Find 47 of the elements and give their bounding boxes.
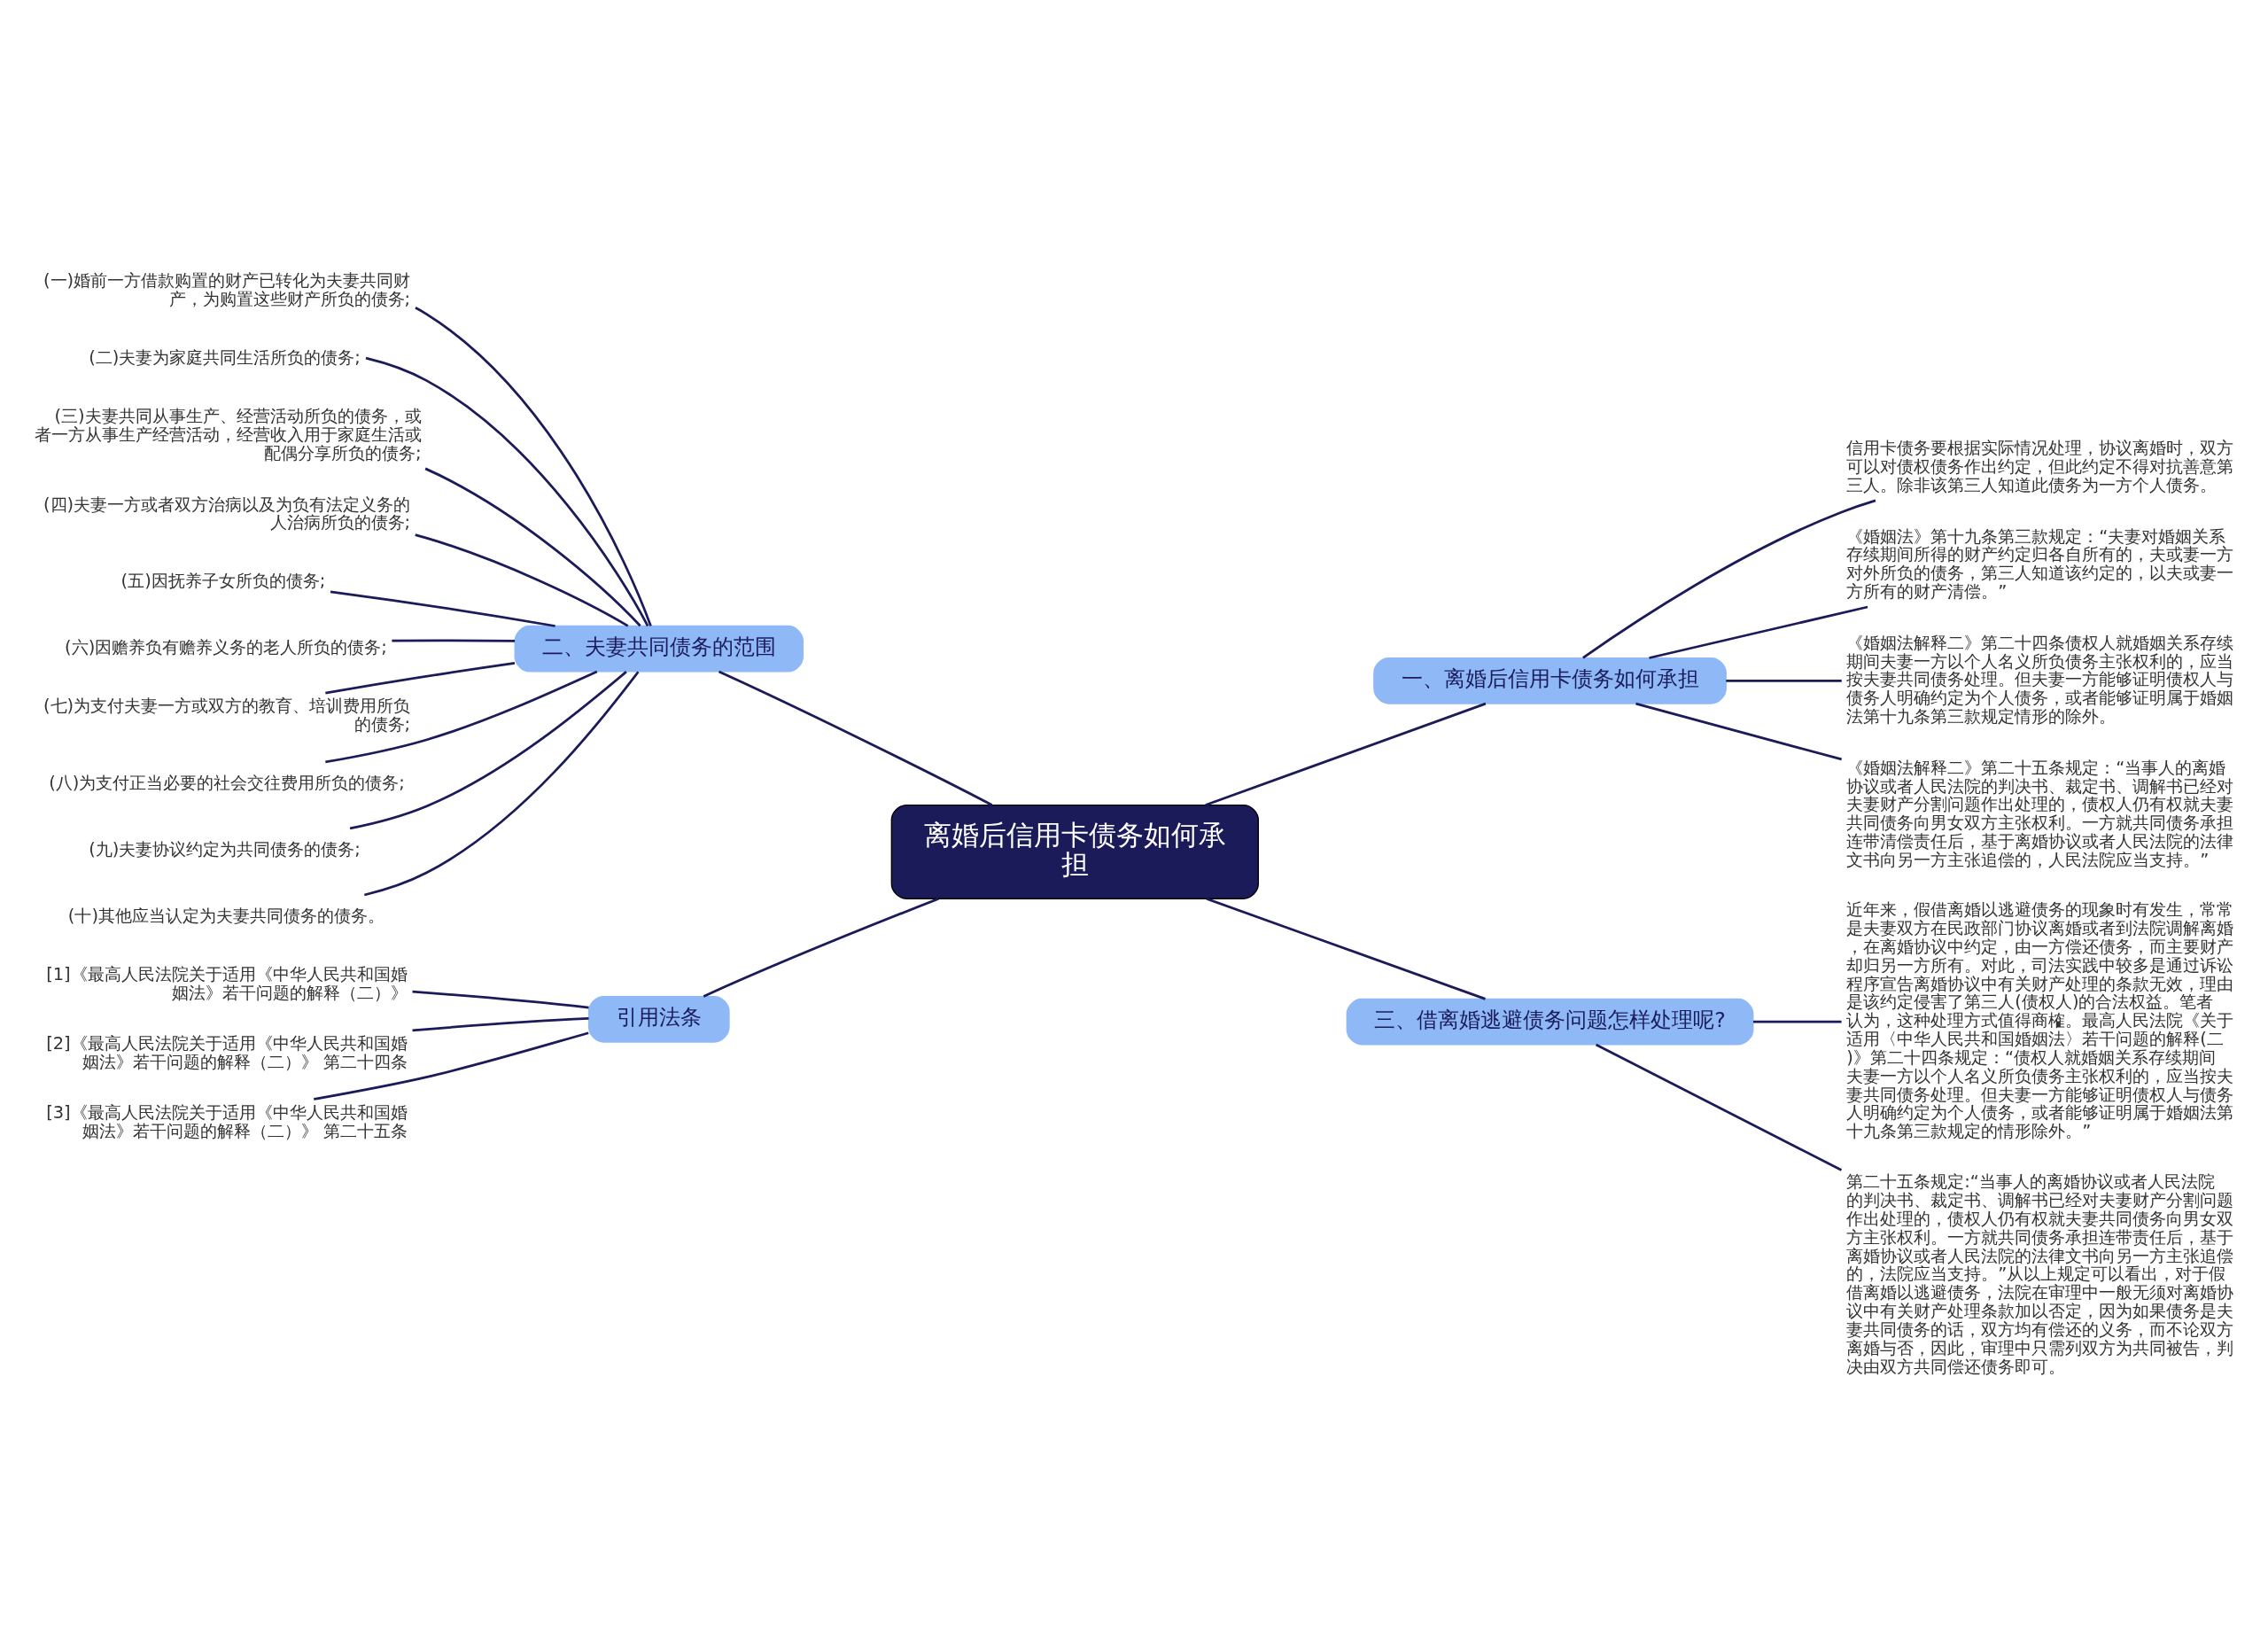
node-text: 近年来，假借离婚以逃避债务的现象时有发生，常常是夫妻双方在民政部门协议离婚或者到法院调解离婚，在离婚协议中约定，由一方偿还债务，而主要财产却归另一方所有。对此，司法实践中较多是通过诉讼程序宣告离婚协议中有关财产处理的条款无效，理由是该约定侵害了第三人(债权人)的合法权益。笔者认为，这种处理方式值得商榷。最高人民法院《关于适用〈中华人民共和国婚姻法〉若干问题的解释(二)》第二十四条规定：“债权人就婚姻关系存续期间夫妻一方以个人名义所负债务主张权利的，应当按夫妻共同债务处理。但夫妻一方能够证明债权人与债务人明确约定为个人债务，或者能够证明属于婚姻法第十九条第三款规定的情形除外。” <box>1846 899 2234 1142</box>
node-box: 引用法条 <box>587 995 730 1043</box>
node-text: 《婚姻法解释二》第二十五条规定：“当事人的离婚协议或者人民法院的判决书、裁定书、调解书已经对夫妻财产分割问题作出处理的，债权人仍有权就夫妻共同债务向男女双方主张权利。一方就共同债务承担连带清偿责任后，基于离婚协议或者人民法院的法律文书向另一方主张追偿的，人民法院应当支持。” <box>1846 757 2234 870</box>
connector <box>703 897 939 998</box>
node-text: 信用卡债务要根据实际情况处理，协议离婚时，双方可以对债权债务作出约定，但此约定不得对抗善意第三人。除非该第三人知道此债务为一方个人债务。 <box>1846 438 2234 495</box>
connector <box>1582 499 1876 659</box>
connector <box>325 670 598 764</box>
connector <box>1635 702 1843 761</box>
node-text: (六)因赡养负有赡养义务的老人所负的债务; <box>65 637 387 658</box>
connector <box>415 307 652 626</box>
connector <box>349 671 627 830</box>
connector <box>1206 898 1486 1000</box>
node-text: (二)夫妻为家庭共同生活所负的债务; <box>89 346 361 368</box>
node-text: 《婚姻法》第十九条第三款规定：“夫妻对婚姻关系存续期间所得的财产约定归各自所有的，夫或妻一方对外所负的债务，第三人知道该约定的，以夫或妻一方所有的财产清偿。” <box>1846 525 2234 603</box>
connector <box>1726 679 1842 682</box>
connector <box>314 1031 589 1101</box>
node-box: 三、借离婚逃避债务问题怎样处理呢? <box>1346 998 1754 1046</box>
node-text: [3]《最高人民法院关于适用《中华人民共和国婚姻法》若干问题的解释（二）》 第二十五条 <box>46 1101 408 1141</box>
connector <box>415 533 629 627</box>
node-text: [1]《最高人民法院关于适用《中华人民共和国婚姻法》若干问题的解释（二）》 <box>46 964 408 1003</box>
node-box: 二、夫妻共同债务的范围 <box>514 625 804 673</box>
connector <box>412 1017 589 1032</box>
connector <box>1205 702 1487 806</box>
connector <box>1753 1020 1842 1023</box>
connector <box>392 639 516 642</box>
node-text: (十)其他应当认定为夫妻共同债务的债务。 <box>67 906 384 927</box>
connector <box>364 671 640 897</box>
node-text: 第二十五条规定:“当事人的离婚协议或者人民法院的判决书、裁定书、调解书已经对夫妻财产分割问题作出处理的，债权人仍有权就夫妻共同债务向男女双方主张权利。一方就共同债务承担连带责任后，基于离婚协议或者人民法院的法律文书向另一方主张追偿的，法院应当支持。”从以上规定可以看出，对于假借离婚以逃避债务，法院在审理中一般无须对离婚协议中有关财产处理条款加以否定，因为如果债务是夫妻共同债务的话，双方均有偿还的义务，而不论双方离婚与否，因此，审理中只需列双方为共同被告，判决由双方共同偿还债务即可。 <box>1846 1171 2234 1377</box>
connector <box>1595 1043 1843 1171</box>
node-text: 《婚姻法解释二》第二十四条债权人就婚姻关系存续期间夫妻一方以个人名义所负债务主张权利的，应当按夫妻共同债务处理。但夫妻一方能够证明债权人与债务人明确约定为个人债务，或者能够证明属于婚姻法第十九条第三款规定情形的除外。 <box>1846 632 2234 727</box>
connector <box>412 990 589 1009</box>
connector <box>365 356 649 626</box>
connector <box>718 670 993 806</box>
connector <box>424 467 641 627</box>
node-text: (五)因抚养子女所负的债务; <box>120 571 326 592</box>
node-text: (七)为支付夫妻一方或双方的教育、培训费用所负的债务; <box>43 696 411 735</box>
node-text: (九)夫妻协议约定为共同债务的债务; <box>89 839 361 860</box>
connector <box>325 661 516 695</box>
node-text: [2]《最高人民法院关于适用《中华人民共和国婚姻法》若干问题的解释（二）》 第二十四条 <box>46 1032 408 1072</box>
node-text: (一)婚前一方借款购置的财产已转化为夫妻共同财产，为购置这些财产所负的债务; <box>43 269 411 309</box>
node-text: (四)夫妻一方或者双方治病以及为负有法定义务的人治病所负的债务; <box>43 494 411 533</box>
node-box: 一、离婚后信用卡债务如何承担 <box>1373 657 1727 704</box>
node-text: (三)夫妻共同从事生产、经营活动所负的债务，或者一方从事生产经营活动，经营收入用于家庭生活或配偶分享所负的债务; <box>34 406 422 463</box>
connector <box>1649 605 1868 659</box>
node-text: (八)为支付正当必要的社会交往费用所负的债务; <box>49 773 405 794</box>
node-box: 离婚后信用卡债务如何承担 <box>890 804 1259 899</box>
connector <box>330 590 555 627</box>
